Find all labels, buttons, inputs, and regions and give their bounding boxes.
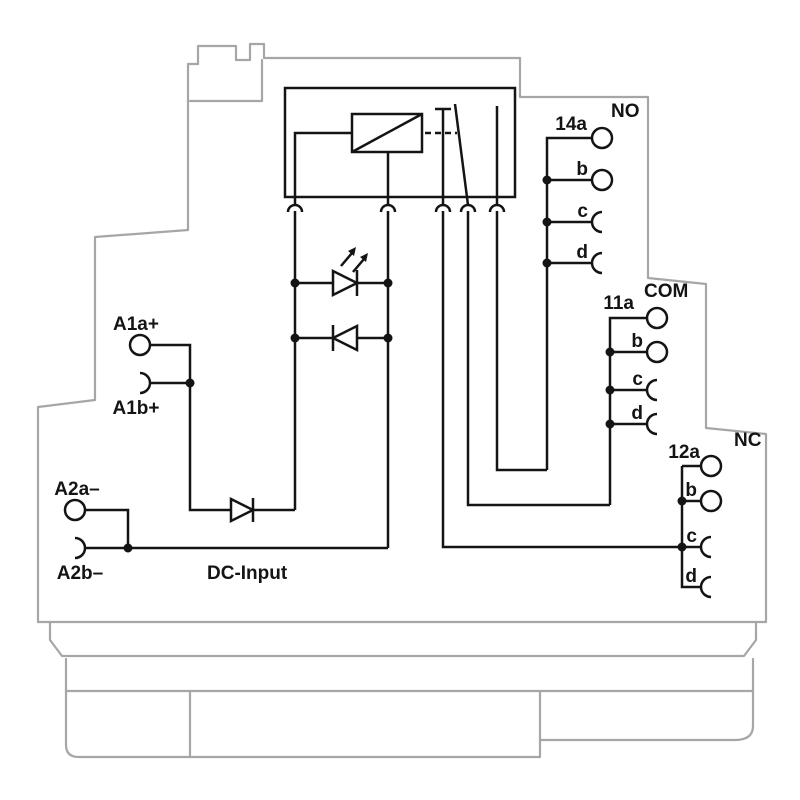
relay-unit-box: [283, 86, 517, 199]
housing-clamp-seam: [188, 58, 264, 103]
led-arrow-1: [340, 252, 353, 267]
label-com-c: c: [632, 369, 643, 390]
socket-icon: [459, 203, 477, 213]
label-no-c: c: [577, 201, 588, 222]
contact-rail-nc: [441, 211, 702, 549]
contact-rail-com: [466, 211, 610, 507]
socket-icon: [434, 203, 452, 213]
junction-dots: [123, 175, 687, 553]
junction-dot: [677, 496, 687, 506]
terminal-a2a: [63, 498, 87, 522]
terminal-no-b: [590, 168, 614, 192]
contact-rail-no: [495, 211, 547, 472]
socket-icon: [379, 203, 397, 213]
terminal-a1a: [128, 333, 152, 357]
terminal-11a: [645, 306, 669, 330]
label-contact-com: COM: [644, 281, 688, 302]
label-terminal-12a: 12a: [668, 442, 700, 463]
label-nc-b: b: [685, 480, 697, 501]
terminal-nc-b: [699, 489, 723, 513]
junction-dot: [605, 385, 615, 395]
led-arrow-1-head: [348, 247, 356, 256]
contact-fixed-left: [435, 107, 451, 205]
label-nc-c: c: [686, 526, 697, 547]
label-no-d: d: [576, 242, 588, 263]
terminal-nc-c: [699, 535, 712, 559]
din-rail-foot-outline: [64, 657, 755, 759]
label-terminal-14a: 14a: [555, 114, 587, 135]
contact-blade: [453, 103, 470, 206]
terminal-com-b: [645, 340, 669, 364]
label-a1b: A1b+: [113, 398, 160, 419]
label-a2b: A2b–: [57, 563, 103, 584]
led-triangle: [331, 268, 360, 298]
series-diode-triangle: [229, 496, 256, 524]
a2-wires: [85, 508, 388, 550]
socket-icon: [488, 203, 506, 213]
label-dc-input: DC-Input: [207, 563, 288, 584]
terminal-com-c: [645, 378, 658, 402]
coil-wires: [293, 131, 390, 205]
junction-dot: [605, 419, 615, 429]
housing-base-block: [48, 620, 758, 658]
module-housing: [36, 42, 768, 759]
junction-dot: [383, 333, 393, 343]
junction-dot: [605, 347, 615, 357]
circuit: [63, 86, 723, 599]
junction-dot: [185, 378, 195, 388]
label-terminal-11a: 11a: [603, 293, 634, 314]
no-bus: [545, 136, 592, 470]
junction-dot: [290, 278, 300, 288]
junction-dot: [383, 278, 393, 288]
label-nc-d: d: [685, 566, 697, 587]
plug-sockets: [286, 203, 506, 213]
label-a2a: A2a–: [54, 479, 99, 500]
label-no-b: b: [576, 159, 588, 180]
junction-dot: [123, 543, 133, 553]
label-contact-nc: NC: [734, 430, 762, 451]
terminal-no-d: [590, 251, 603, 275]
relay-coil-diagonal: [351, 112, 423, 154]
a1-wires: [150, 343, 231, 512]
led-arrow-2: [352, 258, 365, 273]
label-contact-no: NO: [611, 101, 640, 122]
junction-dot: [542, 175, 552, 185]
junction-dot: [290, 333, 300, 343]
label-a1a: A1a+: [113, 314, 159, 335]
protection-diode-triangle: [330, 323, 359, 353]
junction-dot: [542, 258, 552, 268]
labels: A1a+ A1b+ A2a– A2b– DC-Input 14a NO b c …: [54, 101, 761, 587]
housing-body-outline: [36, 42, 768, 624]
label-com-b: b: [631, 331, 643, 352]
label-com-d: d: [631, 403, 643, 424]
terminal-12a: [699, 454, 723, 478]
din-rail-foot-inner: [64, 689, 755, 759]
terminal-nc-d: [699, 575, 712, 599]
terminal-no-c: [590, 210, 603, 234]
junction-dot: [542, 217, 552, 227]
terminal-com-d: [645, 412, 658, 436]
com-bus: [608, 316, 647, 505]
terminal-14a: [590, 126, 614, 150]
led-arrow-2-head: [360, 253, 368, 262]
junction-dot: [677, 542, 687, 552]
socket-icon: [286, 203, 304, 213]
